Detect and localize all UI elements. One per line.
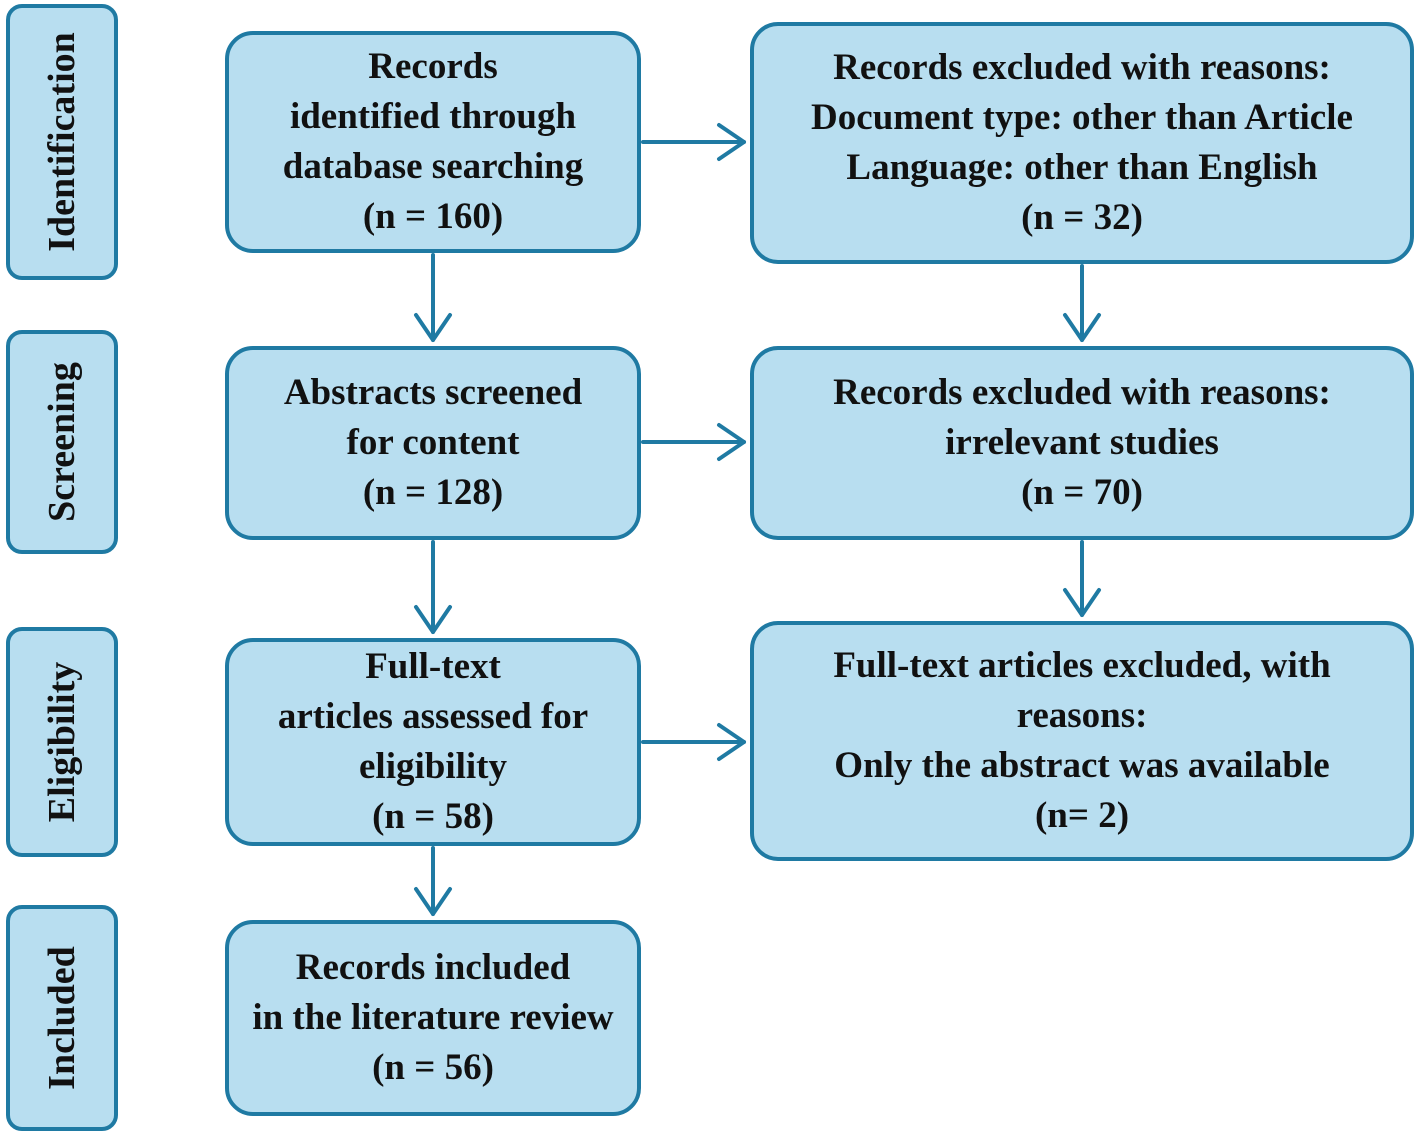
arrowhead-identified-to-screened — [414, 313, 452, 342]
box-excluded-fulltext: Full-text articles excluded, with reason… — [750, 621, 1414, 861]
box-excluded-fulltext-line: Full-text articles excluded, with — [833, 645, 1331, 686]
box-excluded-identification: Records excluded with reasons: Document … — [750, 22, 1414, 264]
box-records-included-line: Records included — [295, 947, 571, 988]
box-records-identified-line: Records — [368, 46, 498, 87]
box-abstracts-screened-line: for content — [346, 422, 520, 463]
box-excluded-fulltext-line: Only the abstract was available — [834, 745, 1330, 786]
box-excluded-identification-count: (n = 32) — [1021, 197, 1143, 238]
box-excluded-screening-line: Records excluded with reasons: — [833, 372, 1331, 413]
arrowhead-screened-to-assessed — [414, 605, 452, 634]
stage-screening: Screening — [6, 330, 118, 554]
stage-included: Included — [6, 905, 118, 1131]
box-excluded-screening-line: irrelevant studies — [945, 422, 1219, 463]
box-records-identified-line: identified through — [289, 96, 577, 137]
box-fulltext-assessed-line: eligibility — [359, 746, 507, 787]
box-excluded-screening-count: (n = 70) — [1021, 472, 1143, 513]
box-records-included-count: (n = 56) — [372, 1047, 494, 1088]
box-fulltext-assessed-count: (n = 58) — [372, 796, 494, 837]
box-fulltext-assessed-line: articles assessed for — [277, 696, 589, 737]
box-fulltext-assessed: Full-text articles assessed for eligibil… — [225, 638, 641, 846]
box-records-identified-count: (n = 160) — [362, 196, 504, 237]
box-records-included: Records included in the literature revie… — [225, 920, 641, 1116]
stage-identification: Identification — [6, 4, 118, 280]
arrowhead-assessed-to-excluded — [717, 723, 746, 761]
box-excluded-identification-line: Language: other than English — [846, 147, 1318, 188]
box-excluded-fulltext-count: (n= 2) — [1034, 795, 1130, 836]
box-excluded-fulltext-line: reasons: — [1016, 695, 1148, 736]
box-abstracts-screened-count: (n = 128) — [362, 472, 504, 513]
box-excluded-identification-line: Document type: other than Article — [811, 97, 1353, 138]
box-abstracts-screened-line: Abstracts screened — [283, 372, 583, 413]
box-abstracts-screened: Abstracts screened for content (n = 128) — [225, 346, 641, 540]
stage-eligibility: Eligibility — [6, 627, 118, 857]
box-excluded-identification-line: Records excluded with reasons: — [833, 47, 1331, 88]
box-records-included-line: in the literature review — [252, 997, 614, 1038]
arrowhead-assessed-to-included — [414, 887, 452, 916]
arrowhead-excluded-screening-to-fulltext — [1063, 588, 1101, 617]
arrowhead-excluded-identification-to-screening — [1063, 313, 1101, 342]
arrowhead-screened-to-excluded — [717, 423, 746, 461]
box-records-identified-line: database searching — [282, 146, 584, 187]
arrowhead-identified-to-excluded — [717, 123, 746, 161]
box-excluded-screening: Records excluded with reasons: irrelevan… — [750, 346, 1414, 540]
box-fulltext-assessed-line: Full-text — [365, 646, 501, 687]
box-records-identified: Records identified through database sear… — [225, 31, 641, 253]
